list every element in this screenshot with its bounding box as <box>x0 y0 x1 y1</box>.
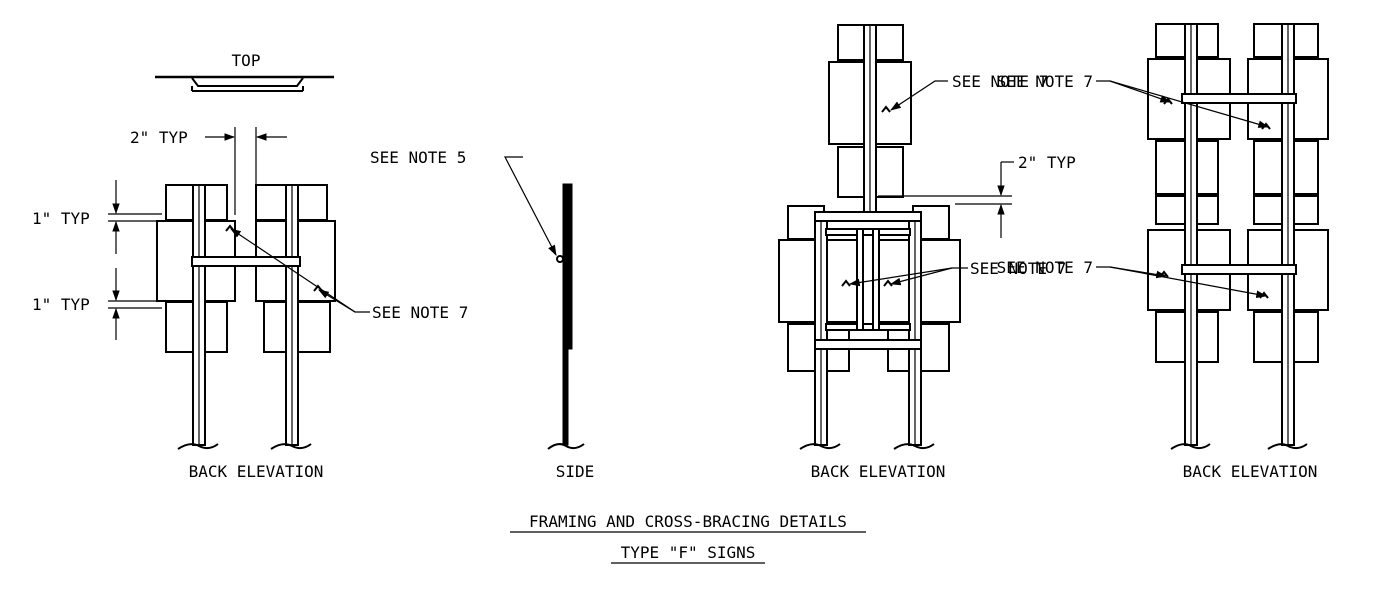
back-elevation-3: BACK ELEVATION <box>1147 23 1329 481</box>
note7-right-upper-text: SEE NOTE 7 <box>997 72 1093 91</box>
back-elevation-3-label: BACK ELEVATION <box>1183 462 1318 481</box>
dimension-spacing-right: 2" TYP <box>878 153 1076 238</box>
back-elevation-2-label: BACK ELEVATION <box>811 462 946 481</box>
dimension-spacing-top: 2" TYP <box>130 127 287 215</box>
side-view-label: SIDE <box>556 462 595 481</box>
dimension-offset-lower-text: 1" TYP <box>32 295 90 314</box>
note5-text: SEE NOTE 5 <box>370 148 466 167</box>
note7-mid-lower-text: SEE NOTE 7 <box>970 259 1066 278</box>
side-view: SEE NOTE 5 SIDE <box>370 148 594 481</box>
leader-note7-right-upper: SEE NOTE 7 <box>997 72 1270 128</box>
note7-mid-text: SEE NOTE 7 <box>952 72 1048 91</box>
dimension-offset-upper: 1" TYP <box>32 180 162 254</box>
dimension-spacing-top-text: 2" TYP <box>130 128 188 147</box>
leader-note7-mid-upper: SEE NOTE 7 <box>890 72 1048 111</box>
note7-right-lower-text: SEE NOTE 7 <box>997 258 1093 277</box>
title-line-1: FRAMING AND CROSS-BRACING DETAILS <box>529 512 847 531</box>
leader-note7-mid-lower <box>848 267 968 287</box>
dimension-offset-lower: 1" TYP <box>32 268 162 340</box>
top-view-label: TOP <box>232 51 261 70</box>
title-block: FRAMING AND CROSS-BRACING DETAILS TYPE "… <box>510 512 866 564</box>
title-line-2: TYPE "F" SIGNS <box>621 543 756 562</box>
back-elevation-1: BACK ELEVATION <box>156 184 336 481</box>
back-elevation-1-label: BACK ELEVATION <box>189 462 324 481</box>
back-elevation-2: BACK ELEVATION <box>778 24 961 481</box>
leader-note7-left: SEE NOTE 7 <box>230 228 468 322</box>
dimension-offset-upper-text: 1" TYP <box>32 209 90 228</box>
leader-note7-right-lower: SEE NOTE 7 <box>997 258 1268 298</box>
note7-left-text: SEE NOTE 7 <box>372 303 468 322</box>
dimension-spacing-right-text: 2" TYP <box>1018 153 1076 172</box>
top-view: TOP <box>155 51 334 92</box>
